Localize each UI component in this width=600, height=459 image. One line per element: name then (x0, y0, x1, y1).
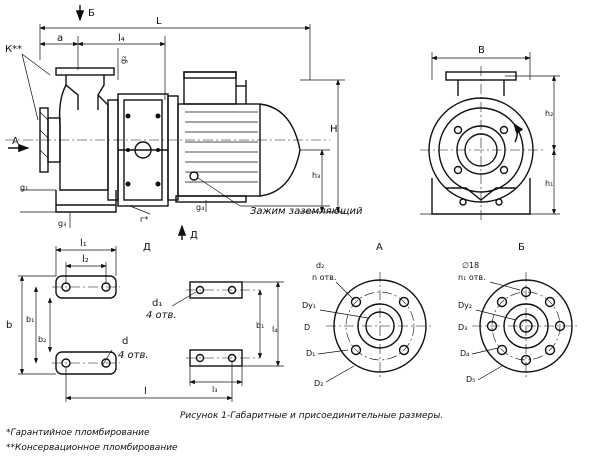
flange-b-title: Б (518, 242, 525, 253)
label-D1: D₁ (306, 349, 315, 358)
label-n-holes: n отв. (312, 273, 336, 282)
dim-h3: h₃ (312, 171, 320, 180)
label-k: К** (5, 44, 22, 55)
dim-l4-right: l₄ (272, 325, 277, 334)
dim-l4: l₄ (118, 33, 125, 44)
dim-g2: g₂ (119, 56, 128, 64)
dim-l2: l₂ (82, 254, 89, 265)
view-d-label: Д (190, 230, 198, 241)
label-D3: D₃ (458, 323, 467, 332)
front-view: B h₂ h₁ (420, 45, 560, 220)
dim-g4: g₄ (196, 203, 204, 212)
label-ground-clamp: Зажим заземляющий (250, 206, 363, 217)
label-d1-count: 4 отв. (146, 310, 177, 321)
label-d: d (122, 336, 128, 347)
dim-L: L (156, 16, 162, 27)
label-d2: d₂ (316, 261, 324, 270)
dim-B: B (478, 45, 485, 56)
label-D5: D₅ (466, 375, 475, 384)
label-Dy2: Dy₂ (458, 301, 472, 310)
feet-detail: l₁ l₂ b b₁ b₂ d 4 отв. d₁ 4 отв. b₁ (6, 238, 284, 402)
dim-H: H (330, 124, 338, 135)
note-warranty-seal: *Гарантийное пломбирование (6, 428, 150, 438)
dim-g3: g₃ (58, 219, 66, 228)
section-d-label: Д (143, 242, 151, 253)
flange-a-title: A (376, 242, 383, 253)
dim-b1: b₁ (26, 315, 34, 324)
dim-a: a (57, 33, 63, 44)
note-preservation-seal: **Консервационное пломбирование (6, 443, 178, 453)
dim-g1: g₁ (20, 183, 28, 192)
label-D: D (304, 323, 310, 332)
side-view: Б L a l₄ g₂ К** A (5, 5, 363, 253)
dim-b2: b₂ (38, 335, 46, 344)
label-D2: D₂ (314, 379, 323, 388)
dim-b1-right: b₁ (256, 321, 264, 330)
dim-h1: h₁ (545, 179, 553, 188)
label-g-star: г* (140, 215, 148, 224)
label-Dy1: Dy₁ (302, 301, 316, 310)
dim-b: b (6, 320, 12, 331)
label-dia18: ∅18 (462, 261, 479, 270)
dim-l1: l₁ (80, 238, 87, 249)
figure-caption: Рисунок 1-Габаритные и присоединительные… (180, 411, 444, 421)
view-b-label: Б (88, 8, 95, 19)
label-d-count: 4 отв. (118, 350, 149, 361)
label-D4: D₄ (460, 349, 469, 358)
dim-l3: l₃ (212, 385, 217, 394)
label-d1: d₁ (152, 298, 162, 309)
dim-l: l (144, 386, 147, 397)
dim-h2: h₂ (545, 109, 553, 118)
flange-b-view: Б ∅18 n₁ отв. Dy₂ D₃ D₄ D₅ (458, 242, 580, 384)
view-a-label: A (12, 136, 19, 147)
flange-a-view: A d₂ n отв. Dy₁ D D₁ D₂ (302, 242, 434, 388)
label-n1-holes: n₁ отв. (458, 273, 486, 282)
